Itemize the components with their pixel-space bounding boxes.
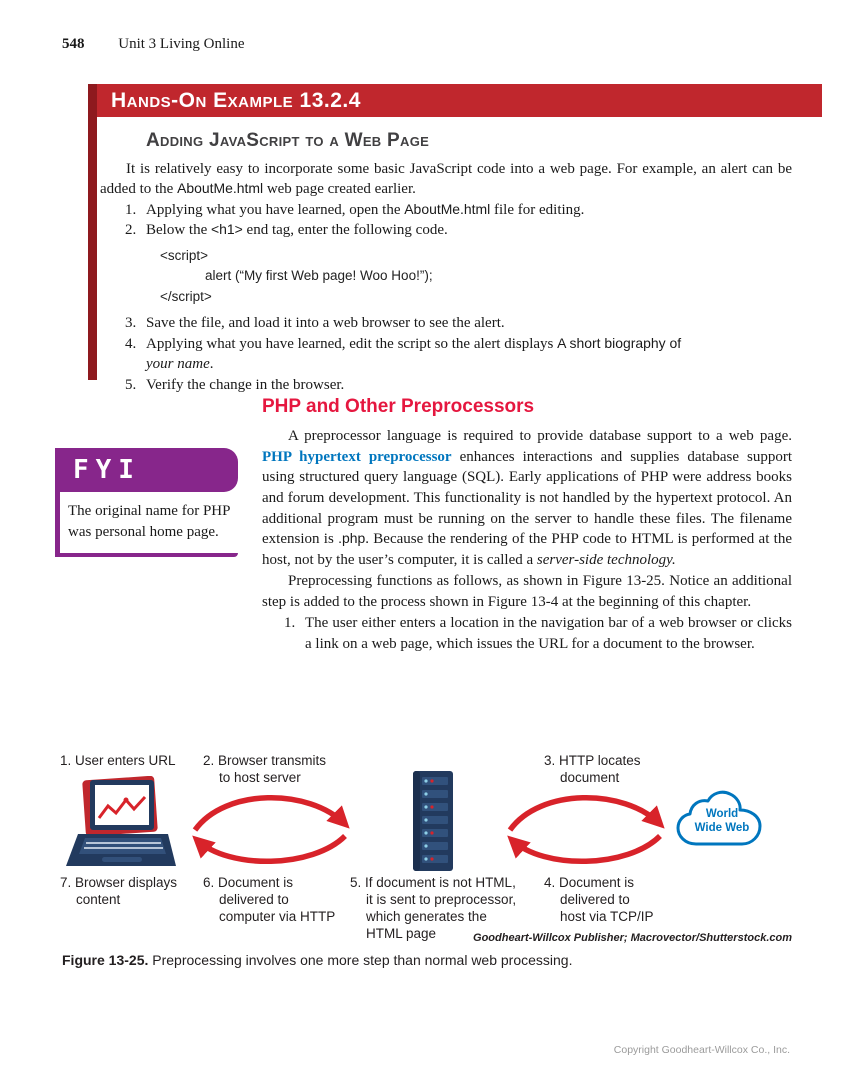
arrow-left-icon: [192, 833, 347, 864]
step-text: Save the file, and load it into a web br…: [146, 315, 505, 332]
step-text-part: file for editing.: [490, 201, 585, 218]
code-line-alert: alert (“My first Web page! Woo Hoo!”);: [205, 268, 433, 284]
fig-label-step3: 3. HTTP locates document: [544, 753, 641, 785]
example-banner: Hands-On Example 13.2.4: [97, 84, 822, 117]
php-paragraph-2: Preprocessing functions as follows, as s…: [262, 572, 792, 610]
arrows-server-web-icon: [507, 795, 665, 864]
example-subtitle: Adding JavaScript to a Web Page: [146, 130, 430, 151]
php-step-1: 1. The user either enters a location in …: [284, 613, 792, 654]
step-number: 5.: [125, 376, 137, 393]
hands-on-example-section: Hands-On Example 13.2.4 Adding JavaScrip…: [88, 84, 822, 395]
php-paragraph-1: A preprocessor language is required to p…: [262, 426, 792, 571]
step-5: 5. Verify the change in the browser.: [125, 375, 792, 395]
step-3: 3. Save the file, and load it into a web…: [125, 313, 792, 333]
step-placeholder-text: your name: [146, 356, 210, 373]
fig-label-step2: 2. Browser transmits to host server: [203, 753, 327, 785]
step-tag: <h1>: [211, 221, 243, 238]
step-text-part: end tag, enter the following code.: [242, 222, 448, 239]
php-text-part: enhances interactions and supplies datab…: [262, 448, 793, 548]
intro-text: It is relatively easy to incorporate som…: [100, 161, 792, 198]
arrow-right-icon: [192, 795, 350, 832]
php-extension: .php: [338, 530, 366, 547]
php-text-part: A preprocessor language is required to p…: [288, 428, 792, 444]
fig-label-step5: 5. If document is not HTML, it is sent t…: [350, 875, 517, 941]
step-text-part: Applying what you have learned, open the: [146, 201, 405, 218]
step-number: 4.: [125, 335, 137, 352]
cloud-icon: [676, 790, 762, 846]
unit-title: Unit 3 Living Online: [118, 36, 245, 52]
fig-label-step6: 6. Document is delivered to computer via…: [203, 875, 336, 924]
arrow-right-icon: [507, 795, 665, 832]
step-text-part: Below the: [146, 222, 211, 239]
running-head: 548 Unit 3 Living Online: [62, 36, 245, 53]
step-text-part: .: [209, 356, 214, 373]
step-filename: AboutMe.html: [404, 200, 491, 217]
intro-text-end: web page created earlier.: [263, 181, 416, 198]
cloud-label: World Wide Web: [694, 808, 750, 834]
step-text: Below the <h1> end tag, enter the follow…: [146, 220, 792, 240]
example-accent-bar: [88, 84, 97, 380]
step-text-part: Applying what you have learned, edit the…: [146, 335, 558, 352]
intro-filename: AboutMe.html: [177, 180, 264, 197]
page-number: 548: [62, 36, 85, 52]
step-alert-text: A short biography of: [557, 334, 682, 351]
step-text: Verify the change in the browser.: [146, 376, 345, 393]
fig-label-step7: 7. Browser displays content: [60, 875, 178, 907]
figure-caption-label: Figure 13-25.: [62, 952, 149, 968]
figure-credit: Goodheart-Willcox Publisher; Macrovector…: [473, 932, 792, 944]
fig-label-step1: 1. User enters URL: [60, 753, 176, 768]
php-key-term: PHP hypertext preprocessor: [262, 448, 452, 465]
laptop-icon: [66, 776, 176, 866]
arrow-left-icon: [507, 833, 662, 864]
server-icon: [413, 771, 453, 871]
code-line-close-script: </script>: [160, 289, 212, 305]
php-section: PHP and Other Preprocessors A preprocess…: [262, 396, 792, 655]
figure-caption-text: Preprocessing involves one more step tha…: [148, 952, 573, 968]
php-step-number: 1.: [284, 615, 296, 632]
copyright-notice: Copyright Goodheart-Willcox Co., Inc.: [613, 1044, 790, 1056]
step-text: Applying what you have learned, edit the…: [146, 334, 792, 375]
step-2: 2. Below the <h1> end tag, enter the fol…: [125, 220, 792, 240]
step-number: 3.: [125, 315, 137, 332]
step-number: 1.: [125, 201, 137, 218]
fig-label-step4: 4. Document is delivered to host via TCP…: [544, 875, 654, 924]
step-number: 2.: [125, 222, 137, 239]
code-snippet: <script> alert (“My first Web page! Woo …: [160, 246, 822, 309]
fyi-text: The original name for PHP was personal h…: [60, 492, 238, 558]
step-text: Applying what you have learned, open the…: [146, 200, 792, 220]
php-section-heading: PHP and Other Preprocessors: [262, 396, 535, 417]
step-1: 1. Applying what you have learned, open …: [125, 200, 792, 220]
figure-caption: Figure 13-25. Preprocessing involves one…: [62, 952, 792, 968]
php-text-part: . Because the rendering of the PHP code …: [262, 531, 792, 569]
php-italic-term: server-side technology.: [536, 552, 676, 569]
fyi-header: FYI: [60, 448, 238, 492]
example-banner-title: Hands-On Example 13.2.4: [111, 88, 361, 112]
code-line-open-script: <script>: [160, 247, 209, 263]
example-intro-paragraph: It is relatively easy to incorporate som…: [100, 159, 792, 200]
php-step-text: The user either enters a location in the…: [305, 615, 792, 652]
figure-13-25: 1. User enters URL 2. Browser transmits …: [60, 748, 792, 950]
arrows-browser-server-icon: [192, 795, 350, 864]
step-4: 4. Applying what you have learned, edit …: [125, 334, 792, 375]
fyi-sidebar: FYI The original name for PHP was person…: [55, 448, 238, 558]
